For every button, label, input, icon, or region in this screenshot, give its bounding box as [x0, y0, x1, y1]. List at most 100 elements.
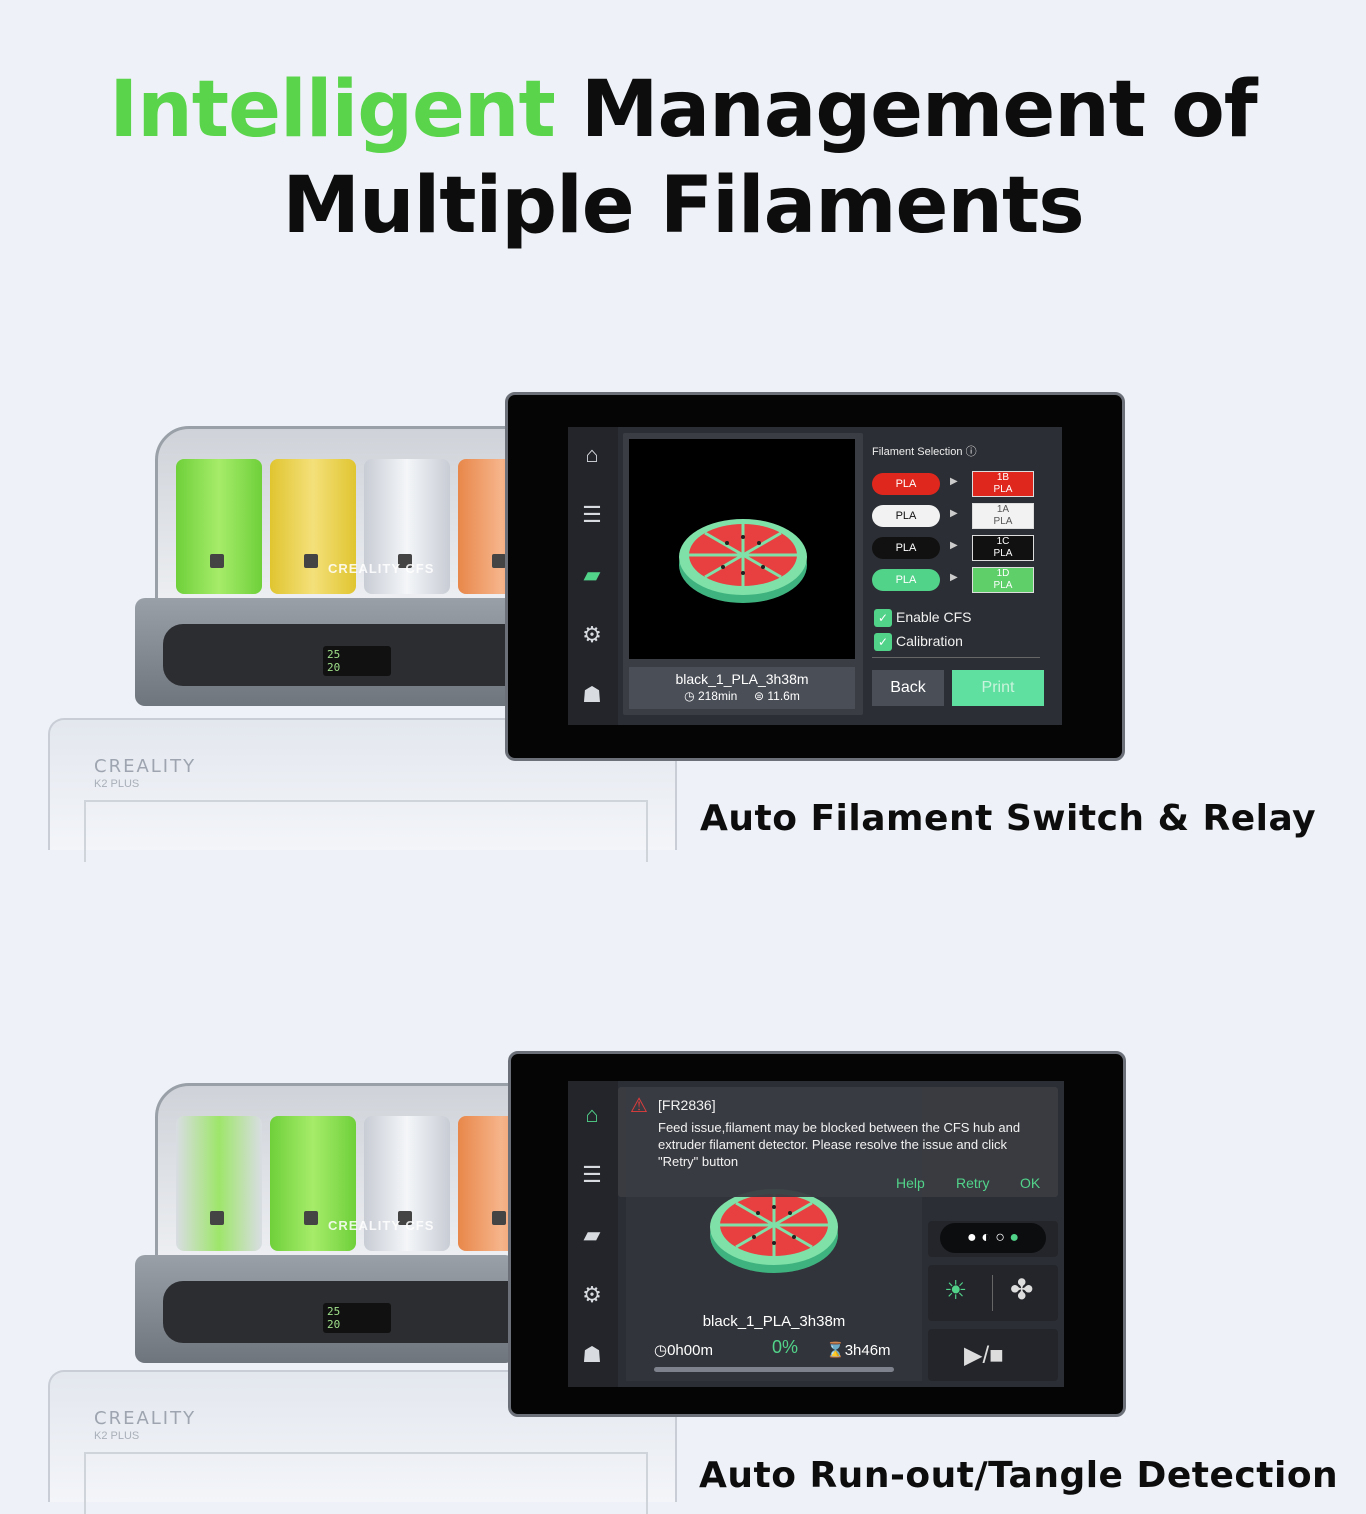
folder-icon[interactable]: ▰ [583, 562, 601, 587]
printer-model: K2 PLUS [94, 778, 140, 790]
printer-door [84, 800, 648, 862]
controls-tile: ☀ ✤ [928, 1265, 1058, 1321]
watermelon-model-icon [679, 519, 807, 603]
cfs-brand: CREALITY CFS [328, 561, 435, 576]
filament-length: 11.6m [767, 689, 800, 703]
enable-cfs-checkbox[interactable]: ✓Enable CFS [874, 609, 971, 628]
check-icon: ✓ [874, 609, 892, 628]
cfs-lid: CREALITY CFS [155, 426, 521, 612]
home-icon[interactable]: ⌂ [585, 442, 599, 467]
hourglass-icon: ⌛ [826, 1342, 845, 1359]
file-info: black_1_PLA_3h38m ◷ 218min ⊜ 11.6m [629, 667, 855, 709]
headline-rest: Management of [554, 65, 1258, 155]
file-name: black_1_PLA_3h38m [702, 1313, 846, 1330]
cfs-brand: CREALITY CFS [328, 1218, 435, 1233]
filament-length-icon: ⊜ [753, 689, 765, 703]
file-meta: ◷ 218min ⊜ 11.6m [629, 689, 855, 703]
play-stop-tile: ▶/■ [928, 1329, 1058, 1381]
spool-white [364, 1116, 450, 1251]
calibration-checkbox[interactable]: ✓Calibration [874, 633, 963, 652]
divider [872, 657, 1040, 658]
printer-brand: CREALITY [94, 1408, 197, 1429]
filament-selection-screen: ⌂ ☰ ▰ ⚙ ☗ black_1_PLA_3h38m ◷ 218min ⊜ 1 [568, 427, 1062, 725]
filament-slots-indicator[interactable]: ● ◐ ○ ● [940, 1223, 1046, 1253]
help-button[interactable]: Help [896, 1175, 925, 1191]
spool-white [364, 459, 450, 594]
folder-icon[interactable]: ▰ [583, 1222, 601, 1247]
panel-title: Filament Selection ⓘ [872, 446, 977, 458]
printer-brand: CREALITY [94, 756, 197, 777]
printer-model: K2 PLUS [94, 1430, 140, 1442]
caption-2: Auto Run-out/Tangle Detection [699, 1455, 1339, 1496]
progress-percent: 0% [772, 1337, 799, 1357]
nav-sidebar: ⌂ ☰ ▰ ⚙ ☗ [568, 1081, 618, 1387]
check-icon: ✓ [874, 633, 892, 652]
back-button[interactable]: Back [872, 670, 944, 706]
fan-icon[interactable]: ✤ [1010, 1274, 1034, 1305]
progress-bar [654, 1367, 894, 1372]
file-name: black_1_PLA_3h38m [675, 671, 809, 687]
remaining-time: ⌛3h46m [826, 1342, 891, 1359]
headline-line-2: Multiple Filaments [282, 161, 1084, 251]
help-icon[interactable]: ⓘ [965, 446, 977, 458]
watermelon-model-icon [710, 1189, 838, 1273]
filament-pill: PLA [872, 473, 940, 495]
divider [992, 1275, 993, 1311]
print-button[interactable]: Print [952, 670, 1044, 706]
error-message: Feed issue,filament may be blocked betwe… [658, 1120, 1021, 1169]
error-code: [FR2836] [658, 1097, 716, 1113]
arrow-right-icon: ▶ [950, 572, 958, 583]
clock-icon: ◷ [654, 1342, 668, 1359]
filament-pill: PLA [872, 505, 940, 527]
spool-green [176, 459, 262, 594]
arrow-right-icon: ▶ [950, 508, 958, 519]
filament-pill: PLA [872, 537, 940, 559]
model-preview [629, 439, 855, 659]
print-status-screen: ⌂ ☰ ▰ ⚙ ☗ black_1_PLA_3h38m ◷0h00m 0% ⌛3… [568, 1081, 1064, 1387]
headline-line-1: Intelligent Management of [0, 62, 1366, 158]
filament-pill: PLA [872, 569, 940, 591]
robot-icon[interactable]: ☗ [582, 1342, 602, 1367]
spool-green [270, 1116, 356, 1251]
sliders-icon[interactable]: ☰ [582, 1162, 602, 1187]
nav-sidebar: ⌂ ☰ ▰ ⚙ ☗ [568, 427, 618, 725]
error-dialog: ⚠ [FR2836] Feed issue,filament may be bl… [618, 1087, 1058, 1197]
arrow-right-icon: ▶ [950, 476, 958, 487]
print-time: 218min [697, 689, 738, 703]
home-icon[interactable]: ⌂ [585, 1102, 599, 1127]
spool-yellow [270, 459, 356, 594]
warning-icon: ⚠ [630, 1095, 648, 1117]
clock-icon: ◷ [684, 689, 695, 703]
sliders-icon[interactable]: ☰ [582, 502, 602, 527]
retry-button[interactable]: Retry [956, 1175, 990, 1191]
headline-highlight: Intelligent [109, 65, 555, 155]
gear-icon[interactable]: ⚙ [582, 622, 602, 647]
ok-button[interactable]: OK [1020, 1175, 1041, 1191]
file-preview-card: black_1_PLA_3h38m ◷ 218min ⊜ 11.6m [623, 433, 863, 715]
caption-1: Auto Filament Switch & Relay [700, 798, 1317, 839]
robot-icon[interactable]: ☗ [582, 682, 602, 707]
arrow-right-icon: ▶ [950, 540, 958, 551]
light-bulb-icon[interactable]: ☀ [944, 1275, 968, 1305]
spool-empty [176, 1116, 262, 1251]
gear-icon[interactable]: ⚙ [582, 1282, 602, 1307]
elapsed-time: ◷0h00m [654, 1342, 713, 1359]
cfs-lid: CREALITY CFS [155, 1083, 521, 1269]
printer-door [84, 1452, 648, 1514]
play-pause-icon[interactable]: ▶/■ [964, 1342, 1004, 1369]
